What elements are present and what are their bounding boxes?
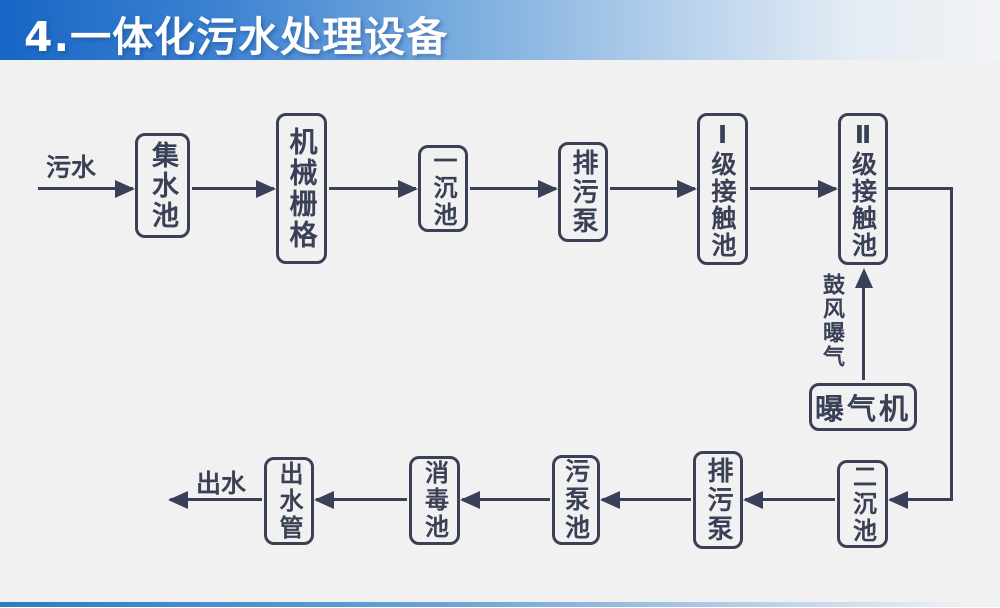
arrow-lower-pump-to-sewage-pump-tank: [602, 498, 691, 501]
node-level1-contact-tank: Ⅰ级接触池: [697, 113, 748, 265]
arrow-collection-to-grid: [192, 187, 274, 190]
arrow-pump-to-level1-contact: [610, 187, 695, 190]
node-outlet-pipe: 出水管: [264, 457, 314, 545]
arrow-grid-to-primary-sedimentation: [329, 187, 416, 190]
arrow-secondary-to-lower-pump: [745, 498, 835, 501]
node-level2-contact-tank: Ⅱ级接触池: [838, 113, 888, 265]
node-level2-contact-label: Ⅱ级接触池: [848, 119, 878, 259]
node-outlet-pipe-label: 出水管: [275, 460, 303, 542]
node-primary-sedimentation-tank: 一沉池: [418, 145, 468, 232]
connector-level2-horizontal: [888, 187, 953, 190]
connector-level2-vertical: [950, 187, 953, 501]
arrow-inflow-to-collection-tank: [38, 187, 133, 190]
node-sewage-pump-upper: 排污泵: [558, 142, 608, 242]
node-mechanical-grid: 机械栅格: [276, 113, 327, 264]
title-bar: 4.一体化污水处理设备: [0, 0, 1000, 61]
node-disinfection-tank-label: 消毒池: [420, 460, 449, 541]
node-collection-tank: 集水池: [135, 133, 190, 238]
node-disinfection-tank: 消毒池: [409, 456, 460, 545]
node-aerator: 曝气机: [809, 383, 917, 431]
aeration-label: 鼓风曝气: [819, 273, 844, 369]
node-sewage-pump-lower: 排污泵: [693, 451, 743, 549]
node-sewage-pump-lower-label: 排污泵: [703, 456, 733, 544]
node-mechanical-grid-label: 机械栅格: [285, 126, 319, 251]
node-secondary-sedimentation-tank: 二沉池: [837, 460, 888, 548]
node-secondary-sedimentation-label: 二沉池: [848, 463, 877, 545]
page-title: 4.一体化污水处理设备: [24, 13, 449, 61]
node-sewage-pump-tank: 污泵池: [552, 455, 600, 545]
outflow-label: 出水: [196, 469, 247, 498]
arrow-primary-to-pump: [470, 187, 556, 190]
arrow-into-secondary-sedimentation: [890, 498, 952, 501]
arrow-sewage-pump-tank-to-disinfection: [462, 498, 550, 501]
node-aerator-label: 曝气机: [814, 392, 911, 426]
node-sewage-pump-upper-label: 排污泵: [568, 148, 598, 236]
node-sewage-pump-tank-label: 污泵池: [561, 458, 591, 542]
arrow-level1-to-level2-contact: [750, 187, 836, 190]
arrow-outlet-pipe-to-outflow: [170, 498, 262, 501]
arrow-aerator-to-level2-contact: [862, 287, 865, 380]
inflow-label: 污水: [46, 153, 97, 182]
arrow-disinfection-to-outlet-pipe: [316, 498, 407, 501]
node-collection-tank-label: 集水池: [147, 140, 178, 231]
node-primary-sedimentation-label: 一沉池: [429, 148, 457, 229]
node-level1-contact-label: Ⅰ级接触池: [708, 119, 737, 259]
bottom-accent-bar: [0, 602, 1000, 607]
